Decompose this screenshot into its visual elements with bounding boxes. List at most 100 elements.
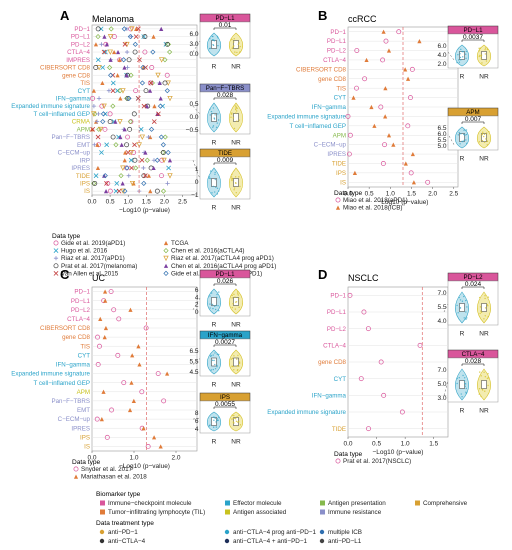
data-point xyxy=(73,466,79,472)
data-point xyxy=(124,142,130,148)
data-point xyxy=(93,65,99,70)
data-point xyxy=(144,104,150,109)
jitter-point xyxy=(465,133,468,136)
jitter-point xyxy=(478,47,480,50)
data-point xyxy=(99,42,104,47)
data-point xyxy=(116,188,122,194)
data-point xyxy=(148,126,155,132)
jitter-point xyxy=(209,177,211,180)
jitter-point xyxy=(233,187,236,189)
biomarker-label: IFN−gamma xyxy=(56,362,91,369)
data-point xyxy=(143,65,149,70)
inset-y-tick: 5.0 xyxy=(437,143,446,150)
jitter-point xyxy=(212,416,215,418)
data-point xyxy=(108,72,114,78)
biomarker-type-label: Effector molecule xyxy=(233,500,282,507)
jitter-point xyxy=(231,418,233,420)
data-point xyxy=(91,104,97,109)
inset-y-tick: 3.0 xyxy=(437,395,446,402)
data-point xyxy=(150,49,156,55)
data-point xyxy=(152,104,157,109)
group-label-R: R xyxy=(212,140,217,147)
inset-y-tick: 6.0 xyxy=(437,131,446,138)
data-point xyxy=(126,95,132,102)
data-point xyxy=(155,111,160,116)
jitter-point xyxy=(236,358,238,360)
jitter-point xyxy=(463,133,465,136)
jitter-point xyxy=(464,53,467,55)
data-point xyxy=(92,142,97,147)
x-tick-label: 0.5 xyxy=(106,199,115,206)
biomarker-label: PD−L1 xyxy=(327,309,347,316)
biomarker-label: APM xyxy=(77,126,90,133)
biomarker-label: PD−1 xyxy=(74,289,90,296)
jitter-point xyxy=(461,300,464,302)
jitter-point xyxy=(212,35,214,38)
data-point xyxy=(362,76,368,82)
data-point xyxy=(364,57,369,63)
data-point xyxy=(391,142,396,147)
data-point xyxy=(125,150,131,155)
jitter-point xyxy=(214,305,216,307)
data-point xyxy=(158,57,165,63)
x-tick-label: 1.5 xyxy=(142,199,151,206)
jitter-point xyxy=(211,303,214,306)
data-point xyxy=(354,85,359,91)
jitter-point xyxy=(214,114,216,116)
data-point xyxy=(110,103,116,109)
data-point xyxy=(141,426,146,431)
group-label-NR: NR xyxy=(479,156,489,163)
inset-y-tick: 2 xyxy=(195,302,199,309)
jitter-point xyxy=(478,387,481,390)
boxplot-box xyxy=(481,51,487,60)
group-label-R: R xyxy=(212,64,217,71)
boxplot-box xyxy=(459,380,465,389)
data-point xyxy=(113,119,118,124)
group-label-R: R xyxy=(212,439,217,446)
jitter-point xyxy=(238,362,241,364)
biomarker-label: Expanded immune signature xyxy=(11,103,90,110)
jitter-point xyxy=(482,131,484,133)
jitter-point xyxy=(486,303,488,306)
jitter-point xyxy=(213,117,215,119)
jitter-point xyxy=(215,304,217,307)
data-point xyxy=(104,42,109,47)
jitter-point xyxy=(214,191,216,193)
data-point xyxy=(129,165,134,171)
legend-entry: Riaz et al. 2017(aPD1) xyxy=(61,255,125,262)
data-point xyxy=(142,173,148,179)
data-point xyxy=(102,173,108,179)
jitter-point xyxy=(238,42,240,44)
jitter-point xyxy=(458,376,460,379)
jitter-point xyxy=(465,299,467,302)
group-label-NR: NR xyxy=(479,74,489,81)
biomarker-type-swatch xyxy=(100,500,105,506)
jitter-point xyxy=(213,359,215,362)
data-point xyxy=(372,123,377,128)
jitter-point xyxy=(234,51,236,53)
jitter-point xyxy=(232,421,235,423)
data-point xyxy=(89,127,95,132)
data-point xyxy=(380,57,386,63)
data-point xyxy=(102,126,108,132)
jitter-point xyxy=(459,53,461,55)
jitter-point xyxy=(218,416,220,419)
plot-area xyxy=(91,24,198,196)
legend-entry: Miao et al. 2018(ICB) xyxy=(343,205,403,212)
biomarker-label: PD−L2 xyxy=(327,326,347,333)
data-point xyxy=(167,49,173,55)
data-point xyxy=(122,41,128,47)
data-point xyxy=(102,34,107,39)
jitter-point xyxy=(209,108,211,110)
jitter-point xyxy=(209,355,212,358)
data-point xyxy=(358,376,364,382)
data-point xyxy=(95,134,101,140)
data-point xyxy=(103,189,109,194)
jitter-point xyxy=(487,377,490,379)
inset-y-tick: 7.0 xyxy=(437,290,446,297)
pvalue-bracket xyxy=(213,27,237,30)
data-point xyxy=(137,362,142,367)
data-point xyxy=(110,134,116,140)
